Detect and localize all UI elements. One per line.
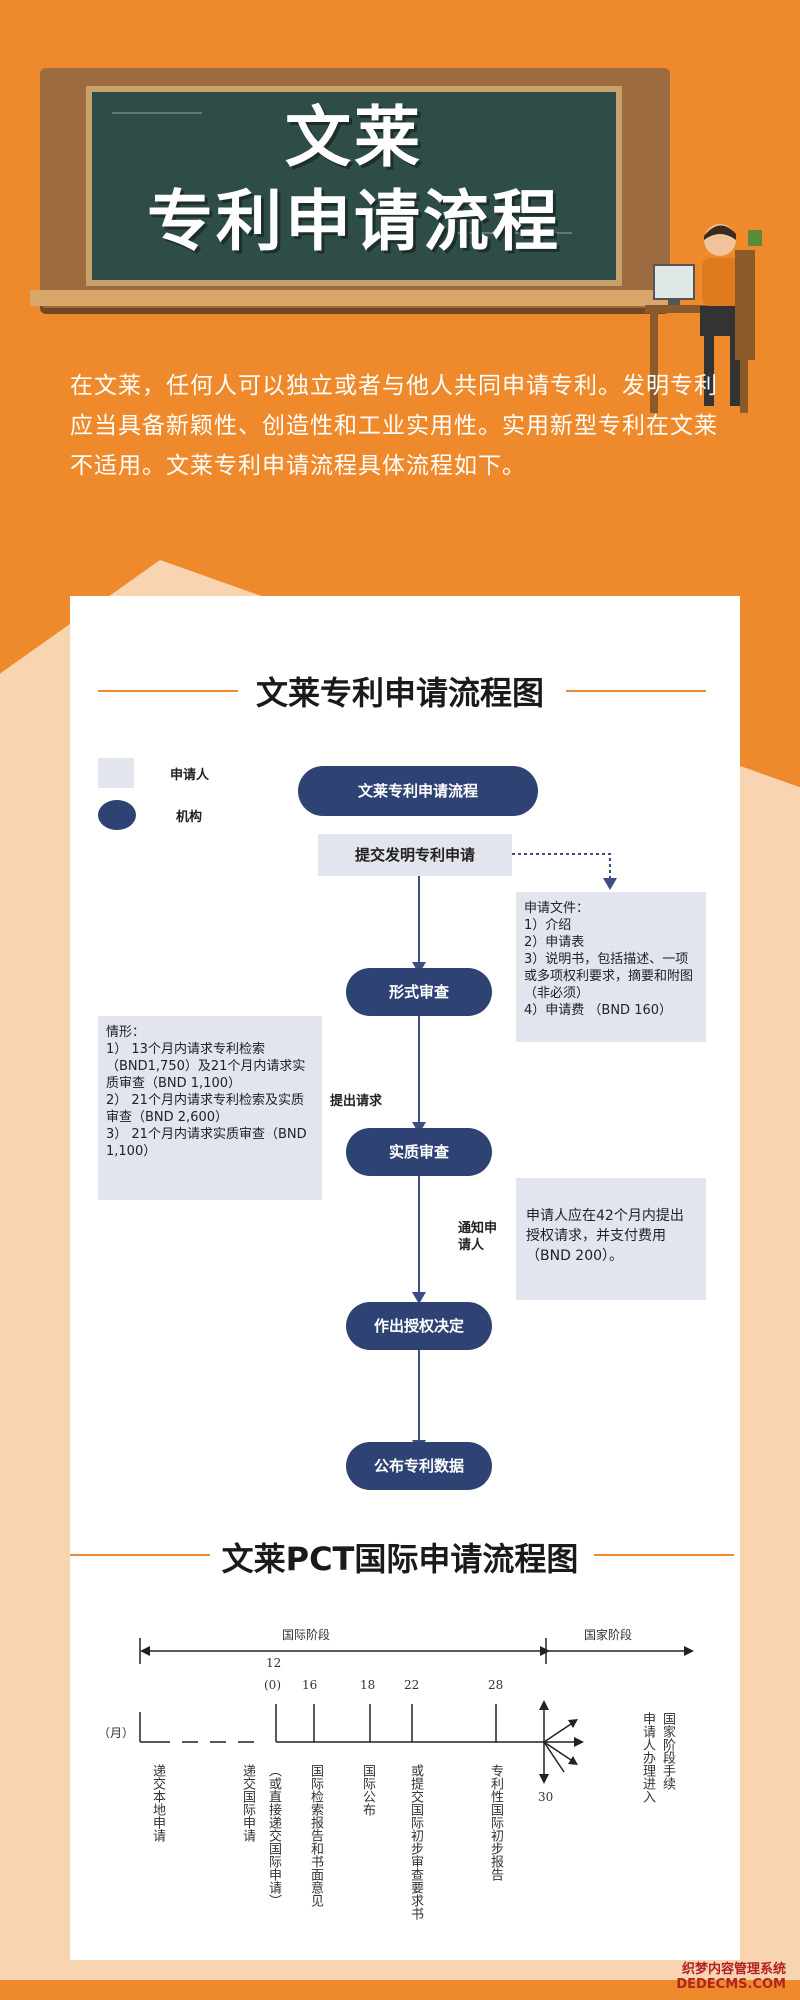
- step-natl-formalities: 国家阶段手续: [660, 1712, 675, 1790]
- request-label: 提出请求: [330, 1094, 383, 1109]
- blackboard: [86, 86, 622, 286]
- month-16: 16: [302, 1678, 318, 1692]
- dotted-arrow-to-docs: [512, 853, 617, 890]
- docs-line: 申请文件：: [524, 901, 590, 916]
- title-rule-left: [98, 690, 238, 692]
- watermark: 织梦内容管理系统 DEDECMS.COM: [676, 1962, 786, 1992]
- connector: [418, 1016, 420, 1126]
- title-line-2: 专利申请流程: [147, 183, 561, 260]
- notify-label: 通知申请人: [458, 1221, 498, 1253]
- step-intl-publication: 国际公布: [360, 1764, 375, 1816]
- publish-node: 公布专利数据: [346, 1442, 492, 1490]
- legend-applicant-swatch: [98, 758, 134, 788]
- flowchart-title: 文莱专利申请流程图: [255, 674, 544, 712]
- month-30: 30: [538, 1790, 554, 1804]
- situation-line: 1） 13个月内请求专利检索（BND1,750）及21个月内请求实质审查（BND…: [106, 1042, 306, 1091]
- connector: [418, 1176, 420, 1294]
- title-rule-right: [594, 1554, 734, 1556]
- situations-box: 情形： 1） 13个月内请求专利检索（BND1,750）及21个月内请求实质审查…: [98, 1016, 322, 1200]
- chalk-line: [112, 112, 202, 114]
- legend-applicant-label: 申请人: [170, 768, 210, 783]
- month-18: 18: [360, 1678, 376, 1692]
- legend-agency-label: 机构: [176, 810, 203, 825]
- substantive-exam-node: 实质审查: [346, 1128, 492, 1176]
- step-search-report: 国际检索报告和书面意见: [308, 1764, 323, 1907]
- legend-agency-swatch: [98, 800, 136, 830]
- docs-line: 3）说明书，包括描述、一项或多项权利要求，摘要和附图（非必须）: [524, 952, 694, 1001]
- pct-title: 文莱PCT国际申请流程图: [221, 1540, 579, 1578]
- documents-box: 申请文件： 1）介绍 2）申请表 3）说明书，包括描述、一项或多项权利要求，摘要…: [516, 892, 706, 1042]
- step-local-filing: 递交本地申请: [150, 1764, 165, 1842]
- step-direct-filing: （或直接递交国际申请）: [266, 1764, 281, 1907]
- docs-line: 2）申请表: [524, 935, 585, 950]
- step-applicant-entry: 申请人办理进入: [640, 1712, 655, 1803]
- step-prelim-request: 或提交国际初步审查要求书: [408, 1764, 423, 1920]
- person-at-desk-illustration: [645, 224, 762, 413]
- step-intl-filing: 递交国际申请: [240, 1764, 255, 1842]
- docs-line: 1）介绍: [524, 918, 572, 933]
- intro-paragraph: 在文莱，任何人可以独立或者与他人共同申请专利。发明专利应当具备新颖性、创造性和工…: [70, 373, 718, 479]
- timeline-axis: [139, 1700, 584, 1784]
- arrow-icon: [412, 1292, 426, 1304]
- flow-submit-box: 提交发明专利申请: [318, 834, 512, 876]
- month-unit-label: （月）: [98, 1726, 135, 1740]
- month-12: 12: [266, 1656, 282, 1670]
- chalk-line: [452, 232, 572, 234]
- grant-note-box: 申请人应在42个月内提出授权请求，并支付费用（BND 200）。: [516, 1178, 706, 1300]
- month-28: 28: [488, 1678, 504, 1692]
- intl-phase-label: 国际阶段: [282, 1628, 331, 1642]
- connector: [418, 876, 420, 966]
- situation-line: 2） 21个月内请求专利检索及实质审查（BND 2,600）: [106, 1093, 304, 1125]
- phase-range-arrows: [139, 1638, 694, 1664]
- page-title: 文莱 专利申请流程: [86, 96, 622, 264]
- board-ledge: [30, 290, 680, 306]
- connector: [418, 1350, 420, 1444]
- month-0: (0): [264, 1678, 281, 1692]
- watermark-line-2: DEDECMS.COM: [676, 1977, 786, 1992]
- situation-line: 3） 21个月内请求实质审查（BND 1,100）: [106, 1127, 307, 1159]
- step-prelim-report: 专利性国际初步报告: [488, 1764, 503, 1881]
- natl-phase-label: 国家阶段: [584, 1628, 633, 1642]
- formal-exam-node: 形式审查: [346, 968, 492, 1016]
- title-rule-right: [566, 690, 706, 692]
- title-line-1: 文莱: [285, 99, 423, 176]
- situation-line: 情形：: [106, 1025, 146, 1040]
- month-22: 22: [404, 1678, 420, 1692]
- title-rule-left: [70, 1554, 210, 1556]
- docs-line: 4）申请费 （BND 160）: [524, 1003, 673, 1018]
- flow-start-node: 文莱专利申请流程: [298, 766, 538, 816]
- decision-node: 作出授权决定: [346, 1302, 492, 1350]
- watermark-line-1: 织梦内容管理系统: [681, 1962, 786, 1977]
